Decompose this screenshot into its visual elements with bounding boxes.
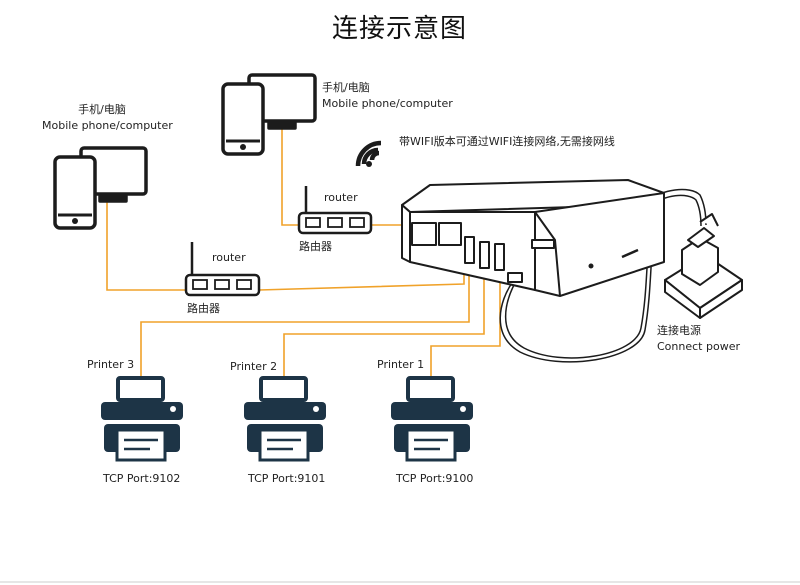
router-top-label-en: router <box>324 191 358 204</box>
cable-computer-left-to-router <box>106 196 187 291</box>
power-label-cn: 连接电源 <box>657 324 701 337</box>
wifi-icon <box>355 140 382 167</box>
phone-left-label-en: Mobile phone/computer <box>42 119 173 132</box>
printer-1-icon <box>391 376 473 462</box>
cable-box-to-printer-3 <box>140 262 470 378</box>
printer-2-name: Printer 2 <box>230 360 278 373</box>
printer-3-icon <box>101 376 183 462</box>
cable-box-to-printer-1 <box>430 268 501 378</box>
phone-left-icon <box>53 155 97 230</box>
router-top-icon <box>297 186 373 235</box>
printer-3-port: TCP Port:9102 <box>103 472 181 485</box>
phone-top-label-cn: 手机/电脑 <box>322 81 370 94</box>
router-left-label-cn: 路由器 <box>187 302 220 315</box>
phone-top-icon <box>221 82 265 156</box>
printer-3-name: Printer 3 <box>87 358 135 371</box>
phone-top-label-en: Mobile phone/computer <box>322 97 453 110</box>
cable-box-to-printer-2 <box>283 268 485 378</box>
printer-2-port: TCP Port:9101 <box>248 472 326 485</box>
printer-1-port: TCP Port:9100 <box>396 472 474 485</box>
router-left-icon <box>184 242 261 297</box>
router-top-label-cn: 路由器 <box>299 240 332 253</box>
power-adapter-icon <box>664 213 743 319</box>
diagram-title: 连接示意图 <box>332 14 468 44</box>
printer-2-icon <box>244 376 326 462</box>
printer-1-name: Printer 1 <box>377 358 425 371</box>
wifi-note: 带WIFI版本可通过WIFI连接网络,无需接网线 <box>399 135 615 148</box>
power-label-en: Connect power <box>657 340 740 353</box>
power-cable <box>499 188 707 363</box>
network-cables <box>106 128 501 378</box>
phone-left-label-cn: 手机/电脑 <box>78 103 126 116</box>
cable-computer-top-to-router <box>281 128 299 226</box>
router-left-label-en: router <box>212 251 246 264</box>
print-server-box <box>401 179 665 297</box>
